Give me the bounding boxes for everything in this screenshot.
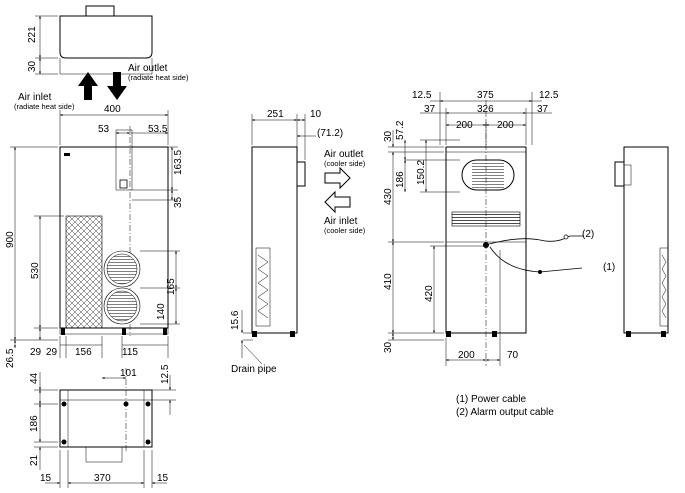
dim-back-420: 420 <box>424 285 435 302</box>
dim-bottom-21: 21 <box>29 454 40 466</box>
label-air-outlet-sub: (radiate heat side) <box>128 73 189 82</box>
dim-bottom-44: 44 <box>29 372 40 384</box>
dim-front-115: 115 <box>122 347 138 358</box>
label-air-outlet-side: Air outlet <box>324 149 364 160</box>
dim-top-221: 221 <box>27 26 38 43</box>
dim-front-400: 400 <box>104 104 121 115</box>
dim-back-150-2: 150.2 <box>416 160 427 185</box>
dim-front-156: 156 <box>75 347 92 358</box>
dim-back-200-right: 200 <box>497 120 514 131</box>
dim-front-35: 35 <box>173 196 184 208</box>
dim-back-70: 70 <box>507 350 519 361</box>
dim-back-57-2: 57.2 <box>395 120 406 140</box>
dim-side-10: 10 <box>310 109 322 120</box>
dim-front-53: 53 <box>98 124 110 135</box>
dim-bottom-15-left: 15 <box>40 473 52 484</box>
top-view-housing <box>59 15 153 59</box>
dim-front-165: 165 <box>166 278 177 295</box>
label-air-inlet-side-sub: (cooler side) <box>324 226 366 235</box>
dim-front-53-5: 53.5 <box>148 124 168 135</box>
dim-side-71-2: (71.2) <box>317 128 343 139</box>
cable-2-marker: (2) <box>582 229 594 240</box>
dim-front-530: 530 <box>30 262 41 279</box>
legend-power-cable: (1) Power cable <box>456 394 526 405</box>
dim-back-37-right: 37 <box>537 104 549 115</box>
dim-top-30: 30 <box>27 60 38 72</box>
air-inlet-arrow-icon <box>78 72 98 100</box>
dim-back-430: 430 <box>383 188 394 205</box>
dim-bottom-15-right: 15 <box>157 473 169 484</box>
dim-back-200-bottom: 200 <box>458 350 475 361</box>
dim-back-30-top: 30 <box>383 130 394 142</box>
legend-alarm-output-cable: (2) Alarm output cable <box>456 407 554 418</box>
label-air-outlet-side-sub: (cooler side) <box>324 159 366 168</box>
dim-side-15-6: 15.6 <box>230 310 241 330</box>
dim-back-375: 375 <box>477 90 494 101</box>
side-view-protrusion <box>296 161 306 187</box>
label-air-inlet-side: Air inlet <box>324 216 358 227</box>
dim-front-29-bottom: 29 <box>46 347 58 358</box>
dim-back-37-left: 37 <box>424 104 436 115</box>
bottom-view-body <box>59 389 153 448</box>
side-view-grill <box>255 247 271 327</box>
dim-back-186: 186 <box>395 171 406 188</box>
front-heat-exchanger <box>65 215 103 329</box>
dim-bottom-101: 101 <box>120 368 137 379</box>
dim-side-251: 251 <box>267 109 284 120</box>
dim-front-163-5: 163.5 <box>173 150 184 175</box>
side-view: 15.6 Drain pipe 251 10 (71.2) Air outlet… <box>230 109 366 375</box>
label-air-outlet: Air outlet <box>128 63 168 74</box>
right-side-view <box>614 146 669 337</box>
side-view-body <box>251 146 298 334</box>
air-outlet-side-arrow-icon <box>324 166 351 190</box>
bottom-view: 44 186 21 101 12.5 15 370 15 <box>29 364 176 488</box>
dim-front-900: 900 <box>5 231 16 248</box>
dim-bottom-12-5: 12.5 <box>160 364 171 384</box>
dim-front-29-left: 29 <box>30 347 42 358</box>
top-view-cap <box>85 5 115 17</box>
dim-front-26-5: 26.5 <box>5 348 16 368</box>
label-drain-pipe: Drain pipe <box>231 364 277 375</box>
back-view: (2) (1) 12.5 375 12.5 37 326 37 200 200 <box>383 90 615 366</box>
dim-back-12-5-right: 12.5 <box>539 90 559 101</box>
air-inlet-side-arrow-icon <box>324 190 351 214</box>
cable-1-marker: (1) <box>603 262 615 273</box>
dim-bottom-370: 370 <box>94 473 111 484</box>
dim-back-326: 326 <box>477 104 494 115</box>
label-air-inlet-sub: (radiate heat side) <box>14 102 75 111</box>
dim-back-30-bottom: 30 <box>383 341 394 353</box>
top-view: 221 30 Air inlet (radiate heat side) Air… <box>14 5 189 111</box>
label-air-inlet: Air inlet <box>18 92 52 103</box>
legend: (1) Power cable (2) Alarm output cable <box>456 394 554 418</box>
dim-bottom-186: 186 <box>29 415 40 432</box>
dim-front-140: 140 <box>156 303 167 320</box>
dim-back-200-left: 200 <box>456 120 473 131</box>
front-view: 400 53 53.5 163.5 35 900 530 29 26.5 <box>5 104 184 368</box>
dim-back-12-5-left: 12.5 <box>412 90 432 101</box>
dim-back-410: 410 <box>383 273 394 290</box>
air-outlet-arrow-icon <box>107 72 127 100</box>
right-side-view-body <box>623 146 669 334</box>
